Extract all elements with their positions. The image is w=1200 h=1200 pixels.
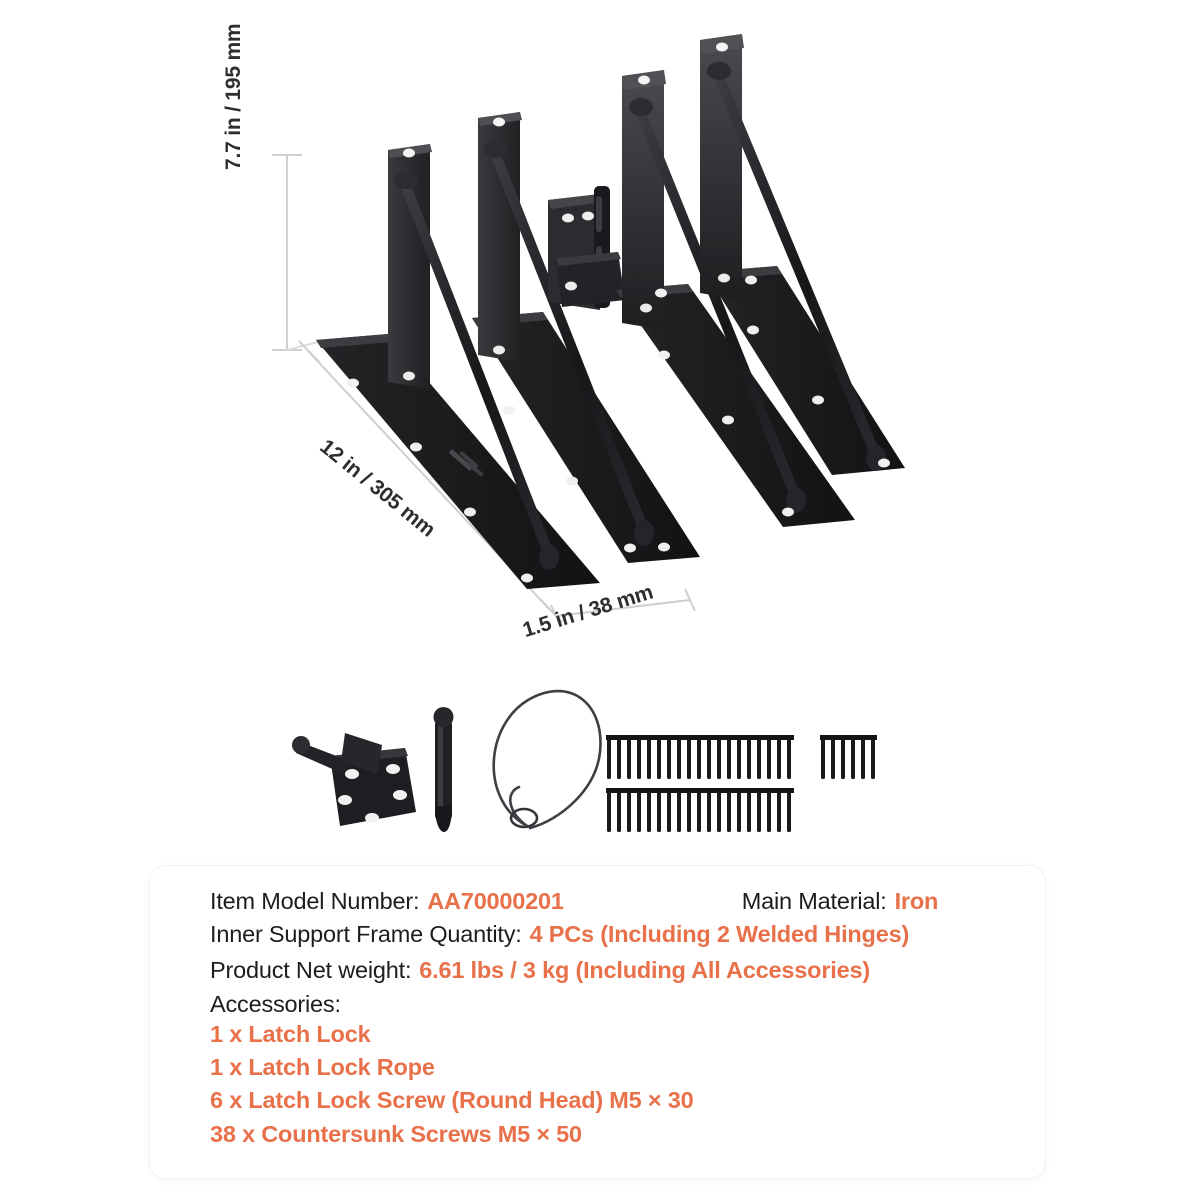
- net-weight-value: 6.61 lbs / 3 kg (Including All Accessori…: [419, 957, 870, 984]
- round-head-screws-row: [820, 735, 877, 779]
- depth-dim-line: [555, 599, 691, 617]
- bracket-3: [616, 70, 855, 527]
- depth-dim-cap-right: [684, 588, 696, 612]
- bracket-assembly-drawing: [272, 34, 905, 832]
- product-illustration: 7.7 in / 195 mm 12 in / 305 mm 1.5 in / …: [222, 23, 905, 832]
- length-dim-cap-start: [298, 340, 321, 364]
- frame-quantity-value: 4 PCs (Including 2 Welded Hinges): [529, 921, 910, 947]
- spec-row-net-weight: Product Net weight: 6.61 lbs / 3 kg (Inc…: [210, 954, 1045, 987]
- spec-row-model-material: Item Model Number: AA70000201 Main Mater…: [210, 888, 1045, 915]
- countersunk-screws-row: [606, 735, 794, 832]
- frame-quantity-label: Inner Support Frame Quantity:: [210, 921, 522, 947]
- length-dim-cap-end: [540, 599, 563, 623]
- accessories-list: 1 x Latch Lock 1 x Latch Lock Rope 6 x L…: [210, 1018, 1045, 1151]
- net-weight-label: Product Net weight:: [210, 957, 412, 984]
- model-label: Item Model Number:: [210, 888, 420, 914]
- spec-row-frame-quantity: Inner Support Frame Quantity: 4 PCs (Inc…: [210, 918, 1045, 951]
- bracket-emboss-mark: [448, 448, 484, 477]
- dimension-height-label: 7.7 in / 195 mm: [222, 23, 245, 170]
- accessory-item: 38 x Countersunk Screws M5 × 50: [210, 1120, 582, 1147]
- bracket-2: [472, 112, 700, 563]
- latch-lock-handle-icon: [433, 707, 454, 832]
- accessory-item: 6 x Latch Lock Screw (Round Head) M5 × 3…: [210, 1087, 694, 1114]
- specification-card: Item Model Number: AA70000201 Main Mater…: [150, 866, 1045, 1178]
- accessories-row: [292, 689, 877, 832]
- countersunk-screws-row-1: [606, 735, 794, 740]
- countersunk-screws-row-2: [606, 788, 794, 793]
- accessory-item: 1 x Latch Lock Rope: [210, 1054, 435, 1081]
- material-label: Main Material:: [741, 888, 887, 914]
- accessories-heading: Accessories:: [210, 990, 341, 1017]
- material-group: Main Material: Iron: [741, 888, 939, 915]
- bracket-1: [316, 144, 600, 589]
- latch-lock-rope-icon: [492, 689, 602, 830]
- model-value: AA70000201: [427, 888, 564, 914]
- latch-lock-icon: [292, 733, 416, 826]
- depth-dim-cap-left: [550, 604, 562, 628]
- bracket-4: [700, 34, 905, 475]
- welded-hinge-assembly: [548, 186, 625, 310]
- accessory-item: 1 x Latch Lock: [210, 1020, 371, 1047]
- material-value: Iron: [894, 888, 939, 914]
